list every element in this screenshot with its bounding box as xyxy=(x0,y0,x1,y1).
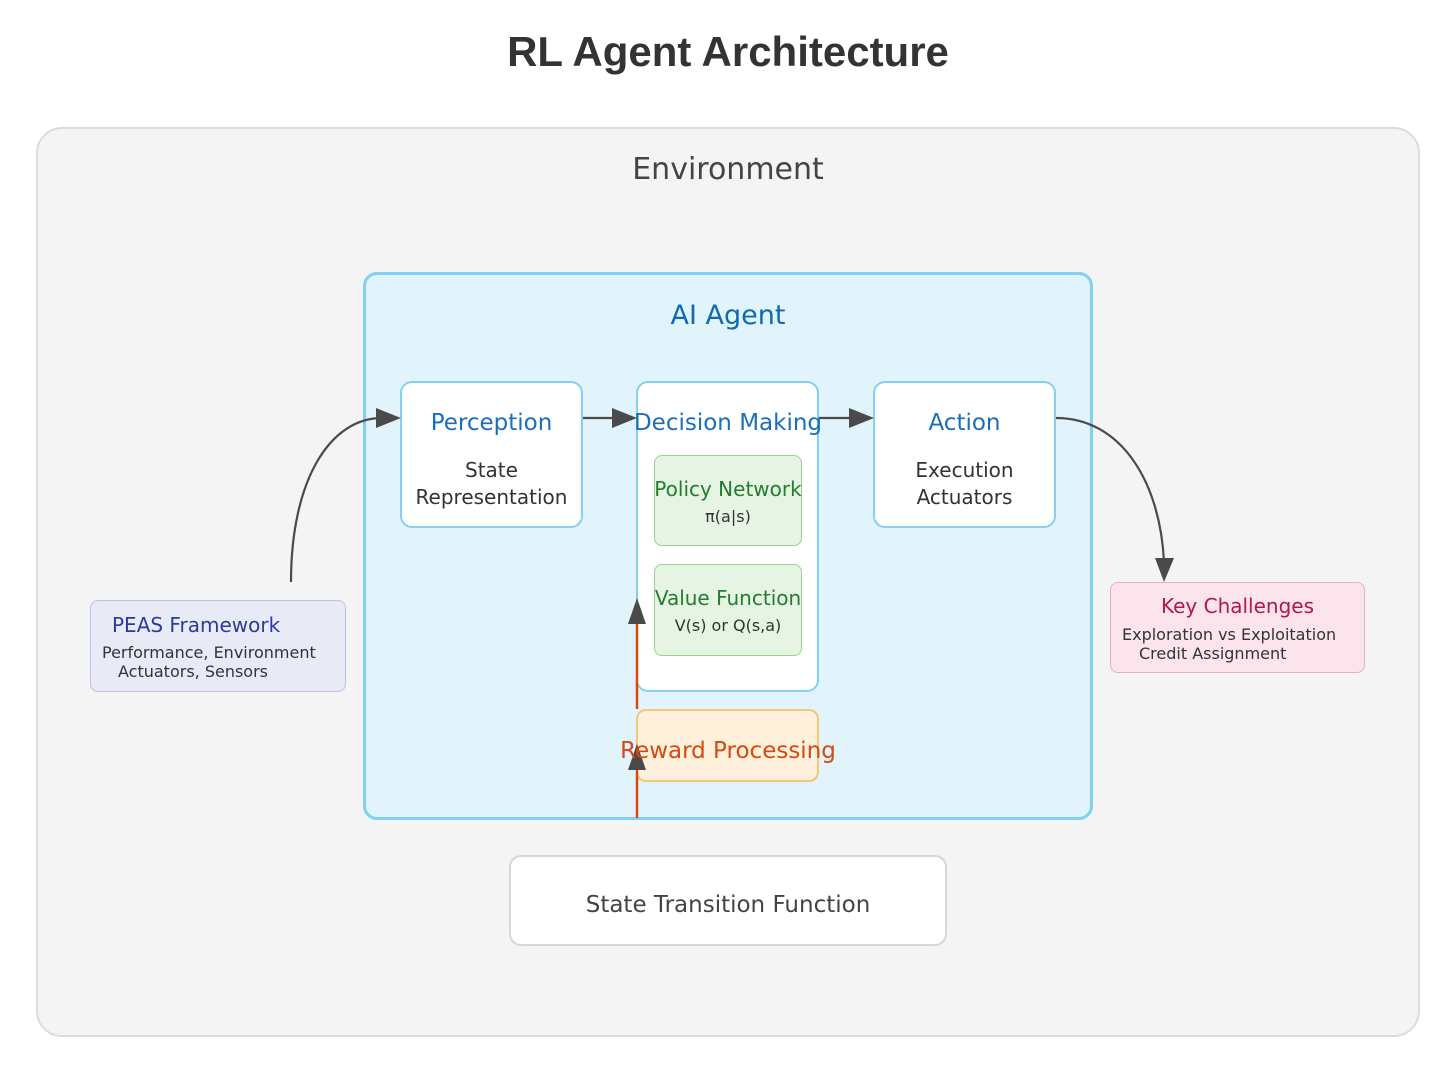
state-transition-label: State Transition Function xyxy=(585,892,871,918)
perception-line1: State xyxy=(465,458,518,482)
perception-to-decision-arrowhead xyxy=(612,408,637,428)
peas-to-perception-arrowhead xyxy=(376,408,401,428)
action-title: Action xyxy=(928,410,1001,436)
environment-to-reward-arrowhead xyxy=(628,744,646,770)
reward-processing-node xyxy=(636,709,819,782)
peas-framework-line1: Performance, Environment xyxy=(102,643,316,662)
value-function-formula: V(s) or Q(s,a) xyxy=(674,616,782,635)
key-challenges-line1: Exploration vs Exploitation xyxy=(1122,625,1337,644)
agent-label: AI Agent xyxy=(670,300,786,331)
decision-title: Decision Making xyxy=(633,410,823,436)
action-node xyxy=(873,381,1056,528)
policy-network-title: Policy Network xyxy=(654,477,802,501)
reward-to-value-arrowhead xyxy=(628,598,646,624)
perception-title: Perception xyxy=(430,410,553,436)
peas-framework-line2: Actuators, Sensors xyxy=(118,662,269,681)
action-to-challenges-arrow xyxy=(1055,416,1166,563)
key-challenges-node xyxy=(1110,582,1365,673)
policy-network-formula: π(a|s) xyxy=(705,507,751,526)
key-challenges-line2: Credit Assignment xyxy=(1139,644,1287,663)
diagram-title: RL Agent Architecture xyxy=(507,28,949,75)
peas-framework-title: PEAS Framework xyxy=(112,613,281,637)
peas-to-perception-arrow xyxy=(289,416,383,583)
policy-network-node xyxy=(654,455,802,546)
key-challenges-title: Key Challenges xyxy=(1160,594,1315,618)
reward-processing-label: Reward Processing xyxy=(620,738,836,764)
state-transition-node xyxy=(509,855,947,946)
peas-framework-node xyxy=(90,600,346,692)
perception-line2: Representation xyxy=(415,485,568,509)
perception-node xyxy=(400,381,583,528)
environment-label: Environment xyxy=(632,152,824,187)
value-function-title: Value Function xyxy=(654,586,802,610)
value-function-node xyxy=(654,564,802,656)
action-line1: Execution xyxy=(915,458,1014,482)
action-line2: Actuators xyxy=(916,485,1013,509)
action-to-challenges-arrowhead xyxy=(1155,558,1174,582)
decision-to-action-arrowhead xyxy=(849,408,874,428)
